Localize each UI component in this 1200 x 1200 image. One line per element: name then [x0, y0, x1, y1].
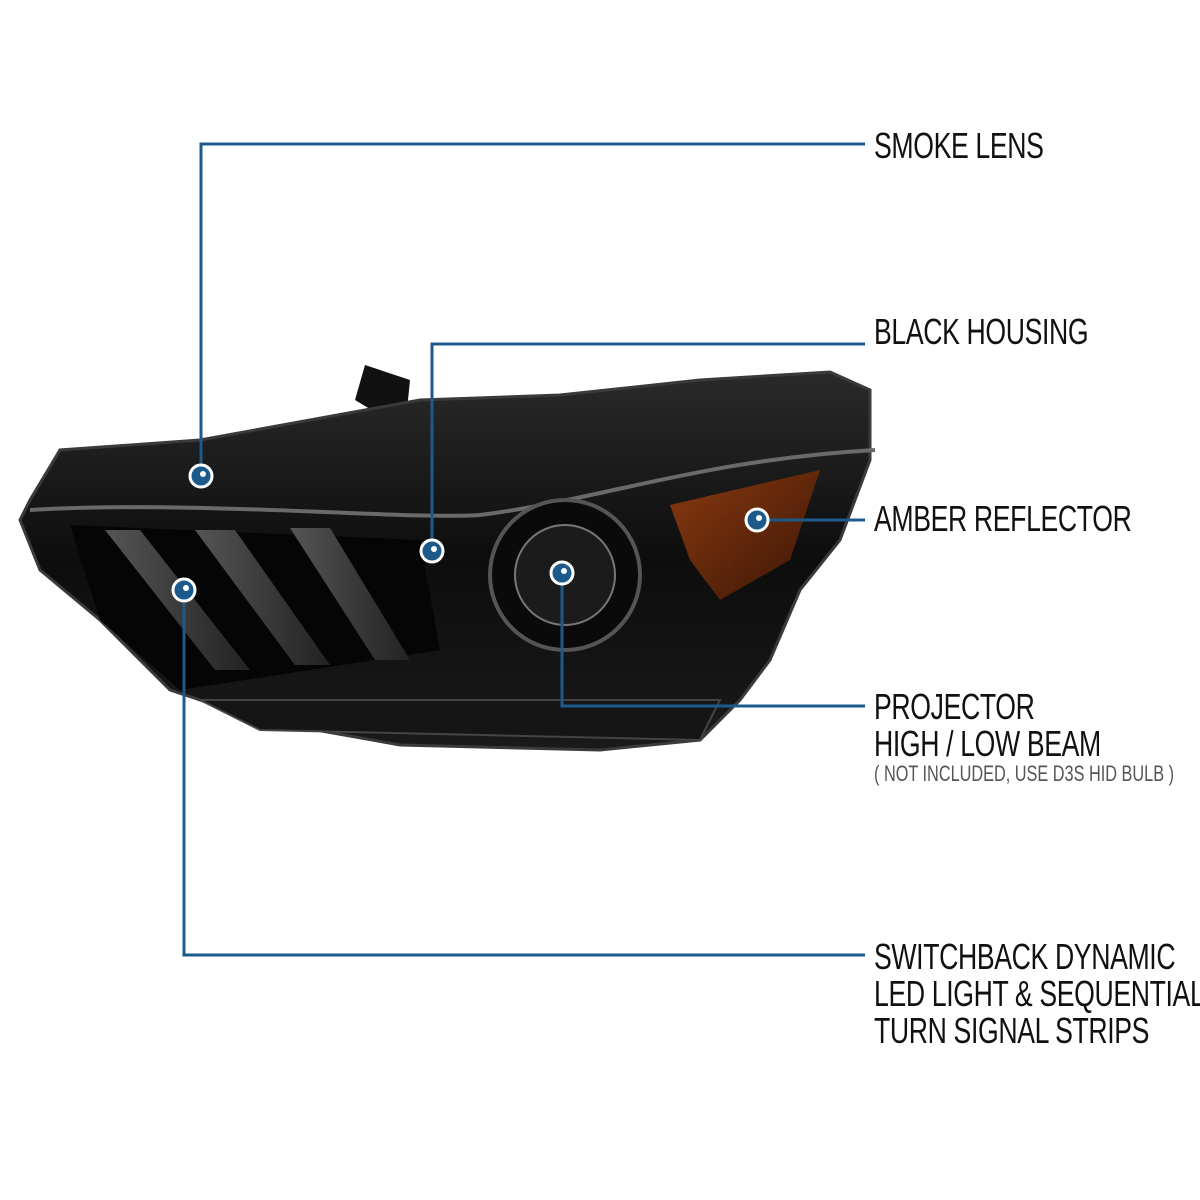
label-line: HIGH / LOW BEAM — [874, 723, 1101, 764]
callout-lines — [182, 142, 865, 957]
black-housing-dot — [419, 538, 445, 564]
smoke-lens-leader — [199, 142, 865, 476]
projector-dot — [549, 560, 575, 586]
label-black-housing: BLACK HOUSING — [874, 311, 1089, 352]
label-line: SWITCHBACK DYNAMIC — [874, 936, 1176, 977]
label-amber-reflector: AMBER REFLECTOR — [874, 498, 1132, 539]
callout-dots — [171, 463, 770, 603]
label-line: SMOKE LENS — [874, 125, 1044, 166]
label-note: ( NOT INCLUDED, USE D3S HID BULB ) — [874, 761, 1175, 786]
label-smoke-lens: SMOKE LENS — [874, 127, 1044, 164]
label-projector: PROJECTOR HIGH / LOW BEAM ( NOT INCLUDED… — [874, 688, 1174, 786]
label-switchback: SWITCHBACK DYNAMIC LED LIGHT & SEQUENTIA… — [874, 938, 1200, 1049]
smoke-lens-dot — [188, 463, 214, 489]
amber-reflector-dot — [744, 507, 770, 533]
label-line: PROJECTOR — [874, 686, 1035, 727]
label-line: AMBER REFLECTOR — [874, 498, 1132, 539]
label-line: TURN SIGNAL STRIPS — [874, 1010, 1150, 1051]
switchback-dot — [171, 577, 197, 603]
projector-leader — [560, 573, 865, 708]
headlight — [18, 365, 876, 752]
switchback-leader — [182, 590, 865, 957]
black-housing-leader — [430, 342, 865, 551]
label-line: LED LIGHT & SEQUENTIAL — [874, 973, 1200, 1014]
label-line: BLACK HOUSING — [874, 311, 1089, 352]
